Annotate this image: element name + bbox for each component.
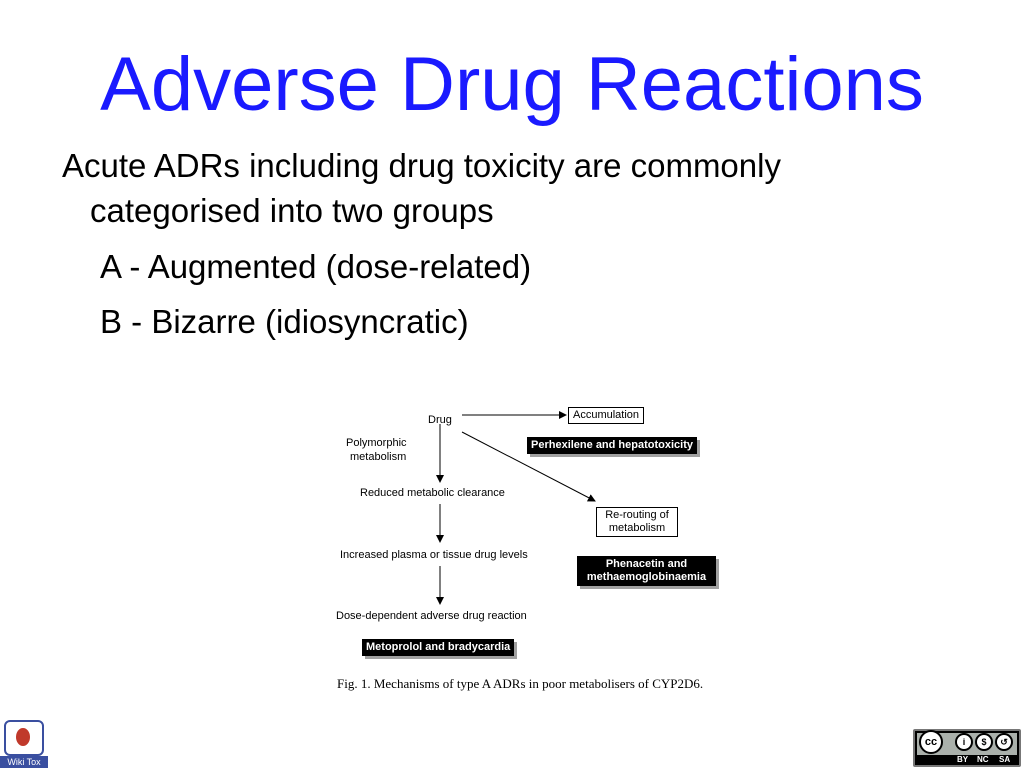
metoprolol-box: Metoprolol and bradycardia (362, 639, 515, 656)
body-line-1: Acute ADRs including drug toxicity are c… (62, 147, 781, 184)
reduced-clearance-label: Reduced metabolic clearance (360, 487, 505, 499)
drug-label: Drug (428, 414, 452, 426)
group-a-line: A - Augmented (dose-related) (100, 248, 532, 285)
noncommercial-icon: $ (975, 733, 993, 751)
sa-label: SA (999, 755, 1011, 764)
wikitox-logo: Wiki Tox (0, 718, 48, 768)
arrow-drug-to-rerouting (461, 431, 596, 502)
polymorphic-label: Polymorphic (346, 437, 407, 449)
phenacetin-box: Phenacetin and methaemoglobinaemia (577, 556, 716, 586)
body-line-2: categorised into two groups (90, 192, 494, 229)
rerouting-box: Re-routing of metabolism (596, 507, 678, 537)
perhexilene-box: Perhexilene and hepatotoxicity (527, 437, 697, 454)
cc-license-badge[interactable]: cc i $ ↺ BY NC SA (913, 729, 1021, 767)
wikitox-emblem-icon (4, 720, 44, 756)
phenacetin-line-1: Phenacetin and (605, 558, 688, 570)
increased-levels-label: Increased plasma or tissue drug levels (340, 549, 528, 561)
metabolism-label: metabolism (350, 451, 407, 463)
sharealike-icon: ↺ (995, 733, 1013, 751)
attribution-icon: i (955, 733, 973, 751)
wikitox-logo-text: Wiki Tox (0, 756, 48, 768)
by-label: BY (957, 755, 969, 764)
rerouting-line-2: metabolism (608, 522, 666, 534)
slide-title: Adverse Drug Reactions (100, 42, 924, 127)
cc-icon: cc (919, 730, 943, 754)
phenacetin-line-2: methaemoglobinaemia (586, 571, 707, 583)
dose-dependent-label: Dose-dependent adverse drug reaction (336, 610, 527, 622)
mechanism-figure: Drug Polymorphic metabolism Reduced meta… (330, 398, 730, 714)
group-b-line: B - Bizarre (idiosyncratic) (100, 303, 469, 340)
rerouting-line-1: Re-routing of (605, 509, 669, 521)
figure-caption: Fig. 1. Mechanisms of type A ADRs in poo… (337, 676, 704, 691)
accumulation-box: Accumulation (568, 407, 645, 424)
nc-label: NC (977, 755, 989, 764)
figure-arrows (436, 411, 596, 605)
